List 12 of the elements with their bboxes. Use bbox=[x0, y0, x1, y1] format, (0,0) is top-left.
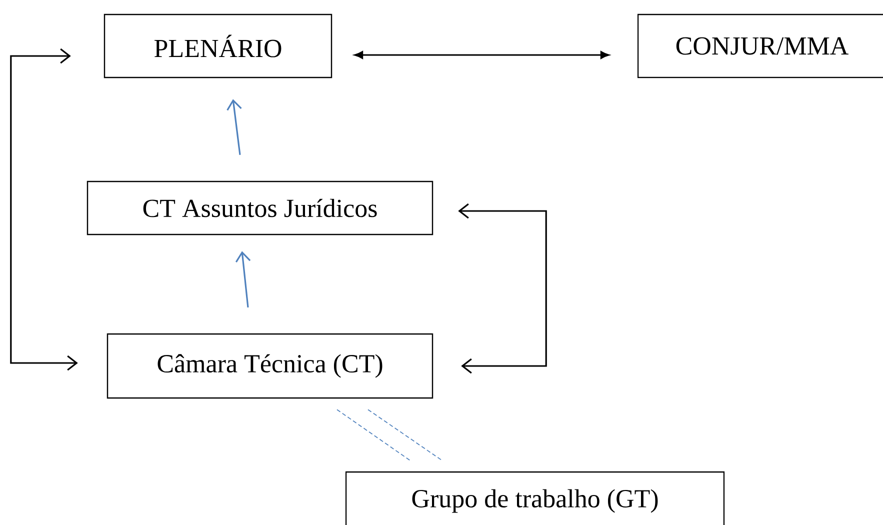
dashed-line bbox=[336, 409, 410, 461]
process-box: CT Assuntos Jurídicos bbox=[86, 180, 434, 236]
arrow bbox=[458, 203, 547, 374]
arrow bbox=[235, 251, 251, 308]
process-box: PLENÁRIO bbox=[104, 14, 332, 78]
arrow bbox=[226, 99, 242, 155]
process-box: Câmara Técnica (CT) bbox=[106, 333, 434, 399]
dashed-line bbox=[368, 409, 442, 461]
arrow bbox=[354, 51, 610, 59]
arrow bbox=[10, 48, 78, 371]
process-box: CONJUR/MMA bbox=[637, 14, 883, 78]
process-box: Grupo de trabalho (GT) bbox=[345, 471, 725, 525]
